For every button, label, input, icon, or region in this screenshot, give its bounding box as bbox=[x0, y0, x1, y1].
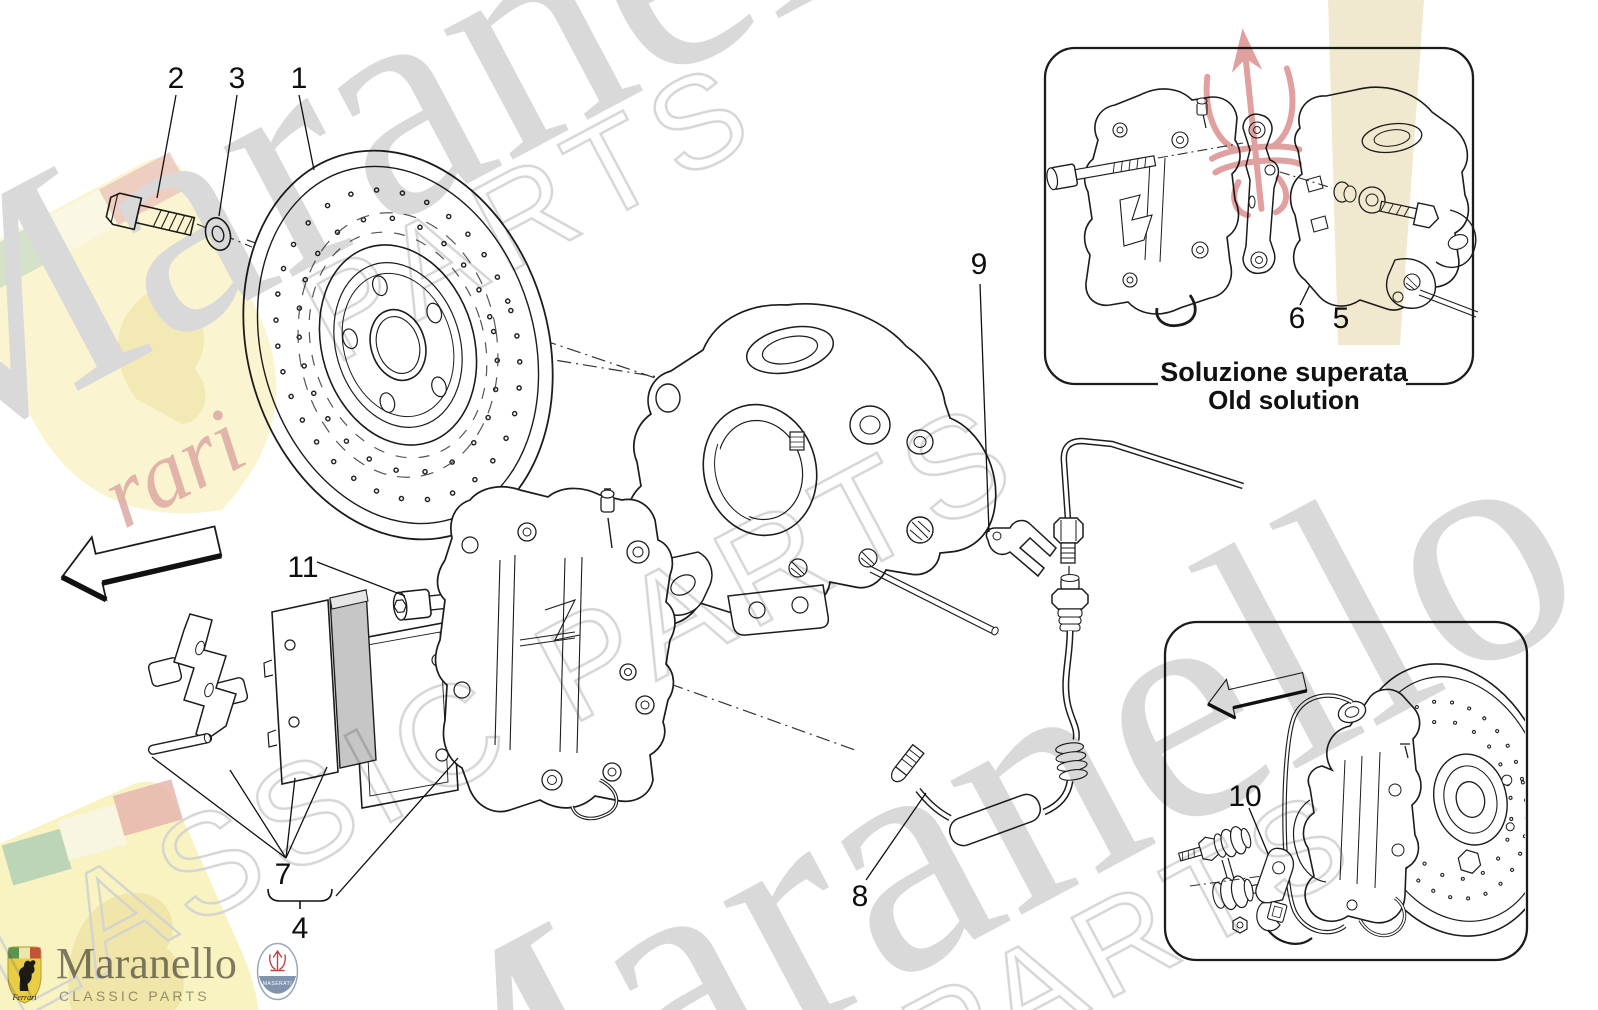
brake-pads bbox=[263, 589, 459, 809]
old-solution-caption-italian: Soluzione superata bbox=[1160, 357, 1409, 387]
old-solution-caption-english: Old solution bbox=[1208, 385, 1360, 415]
callout-1: 1 bbox=[291, 62, 308, 95]
direction-arrow-icon bbox=[55, 510, 225, 608]
callout-2: 2 bbox=[168, 62, 185, 95]
wheel-hub-knuckle bbox=[590, 303, 999, 758]
hose-retaining-clip bbox=[985, 519, 1058, 578]
brake-disc bbox=[242, 149, 554, 541]
callout-8: 8 bbox=[852, 880, 869, 913]
maranello-logo: Ferrari Maranello CLASSIC PARTS MASERATI bbox=[7, 939, 299, 1004]
abs-sensor-parts bbox=[1177, 826, 1313, 945]
maserati-badge-icon: MASERATI bbox=[256, 942, 299, 1001]
old-solution-inset bbox=[1043, 46, 1479, 398]
wheel-sensor-inset bbox=[1163, 620, 1529, 962]
washer bbox=[204, 217, 232, 251]
disc-mounting-bolt bbox=[105, 192, 196, 237]
pad-retaining-clip bbox=[147, 613, 249, 741]
callout-6: 6 bbox=[1289, 302, 1306, 335]
ferrari-script-label: Ferrari bbox=[12, 993, 37, 1002]
callout-9: 9 bbox=[971, 248, 988, 281]
callout-4: 4 bbox=[292, 912, 309, 945]
ferrari-shield-icon: Ferrari bbox=[7, 946, 42, 1004]
brake-hose bbox=[890, 437, 1244, 847]
callout-3: 3 bbox=[229, 62, 246, 95]
callout-10: 10 bbox=[1228, 780, 1261, 813]
brake-caliper bbox=[434, 486, 676, 821]
classic-parts-tagline: CLASSIC PARTS bbox=[59, 988, 210, 1004]
callout-7: 7 bbox=[275, 858, 292, 891]
callout-5: 5 bbox=[1333, 302, 1350, 335]
maserati-badge-label: MASERATI bbox=[263, 981, 292, 987]
pad-pin bbox=[147, 733, 213, 755]
maranello-wordmark: Maranello bbox=[56, 939, 237, 988]
callout-11: 11 bbox=[287, 551, 318, 584]
